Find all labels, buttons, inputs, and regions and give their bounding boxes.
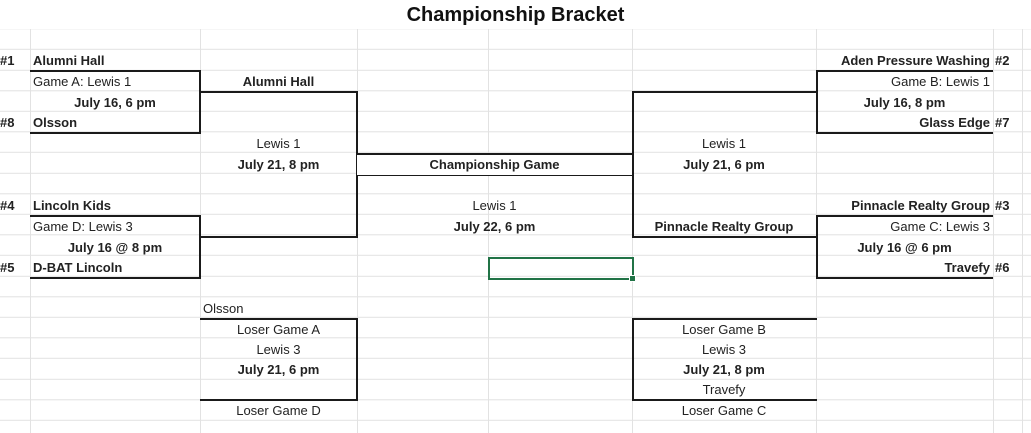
field-cell[interactable]: Lewis 1 <box>472 198 517 213</box>
championship-game-label[interactable]: Championship Game <box>357 155 632 175</box>
team-cell[interactable]: Glass Edge <box>919 115 990 130</box>
fill-handle[interactable] <box>629 275 636 282</box>
consolation-label-cell[interactable]: Loser Game A <box>236 322 321 337</box>
bracket-line <box>30 132 200 134</box>
bracket-line <box>816 215 818 279</box>
selected-cell[interactable] <box>488 257 636 282</box>
field-cell[interactable]: Lewis 3 <box>701 342 747 357</box>
game-cell[interactable]: Game B: Lewis 1 <box>891 74 990 89</box>
time-cell[interactable]: July 21, 8 pm <box>683 362 765 377</box>
bracket-line <box>816 215 993 217</box>
consolation-team-cell[interactable]: Olsson <box>203 301 244 316</box>
semifinal-team-cell[interactable]: Alumni Hall <box>242 74 315 89</box>
bracket-line <box>632 91 817 93</box>
seed-label[interactable]: #7 <box>995 115 1010 130</box>
game-cell[interactable]: Game A: Lewis 1 <box>33 74 132 89</box>
time-cell[interactable]: July 21, 6 pm <box>683 157 765 172</box>
consolation-label-cell[interactable]: Loser Game D <box>236 403 321 418</box>
time-cell[interactable]: July 16, 8 pm <box>863 95 946 110</box>
consolation-label-cell[interactable]: Loser Game C <box>681 403 767 418</box>
seed-label[interactable]: #1 <box>0 53 15 68</box>
page-title: Championship Bracket <box>0 2 1031 28</box>
time-cell[interactable]: July 21, 8 pm <box>237 157 320 172</box>
seed-label[interactable]: #6 <box>995 260 1010 275</box>
team-cell[interactable]: Lincoln Kids <box>33 198 111 213</box>
team-cell[interactable]: Alumni Hall <box>33 53 105 68</box>
seed-label[interactable]: #3 <box>995 198 1010 213</box>
bracket-line <box>816 277 993 279</box>
bracket-line <box>632 318 817 320</box>
semifinal-team-cell[interactable]: Pinnacle Realty Group <box>654 219 794 234</box>
consolation-team-cell[interactable]: Travefy <box>702 382 746 397</box>
bracket-line <box>30 277 200 279</box>
bracket-line <box>816 70 818 134</box>
field-cell[interactable]: Lewis 3 <box>256 342 301 357</box>
team-cell[interactable]: Olsson <box>33 115 78 130</box>
consolation-label-cell[interactable]: Loser Game B <box>682 322 766 337</box>
time-cell[interactable]: July 21, 6 pm <box>237 362 320 377</box>
bracket-line <box>632 399 817 401</box>
team-cell[interactable]: Aden Pressure Washing <box>840 53 990 68</box>
time-cell[interactable]: July 16 @ 8 pm <box>67 240 163 255</box>
time-cell[interactable]: July 22, 6 pm <box>453 219 536 234</box>
seed-label[interactable]: #2 <box>995 53 1010 68</box>
grid-column-line <box>488 0 489 433</box>
game-cell[interactable]: Game D: Lewis 3 <box>33 219 133 234</box>
bracket-line <box>199 70 201 134</box>
bracket-line <box>30 215 200 217</box>
bracket-line <box>816 132 993 134</box>
bracket-line <box>30 70 200 72</box>
time-cell[interactable]: July 16 @ 6 pm <box>857 240 952 255</box>
seed-label[interactable]: #4 <box>0 198 15 213</box>
time-cell[interactable]: July 16, 6 pm <box>74 95 156 110</box>
team-cell[interactable]: Travefy <box>944 260 990 275</box>
bracket-line <box>632 91 634 238</box>
game-cell[interactable]: Game C: Lewis 3 <box>890 219 990 234</box>
bracket-line <box>816 70 993 72</box>
field-cell[interactable]: Lewis 1 <box>701 136 747 151</box>
bracket-line <box>200 236 358 238</box>
bracket-line <box>199 215 201 279</box>
bracket-line <box>357 174 633 176</box>
bracket-line <box>356 318 358 401</box>
team-cell[interactable]: D-BAT Lincoln <box>33 260 123 275</box>
bracket-line <box>200 318 358 320</box>
grid-column-line <box>993 0 994 433</box>
bracket-line <box>200 91 358 93</box>
team-cell[interactable]: Pinnacle Realty Group <box>851 198 990 213</box>
seed-label[interactable]: #5 <box>0 260 15 275</box>
bracket-line <box>632 236 817 238</box>
field-cell[interactable]: Lewis 1 <box>256 136 301 151</box>
bracket-line <box>357 153 633 155</box>
seed-label[interactable]: #8 <box>0 115 15 130</box>
grid-column-line <box>1022 0 1023 433</box>
bracket-line <box>200 399 358 401</box>
bracket-line <box>632 318 634 401</box>
